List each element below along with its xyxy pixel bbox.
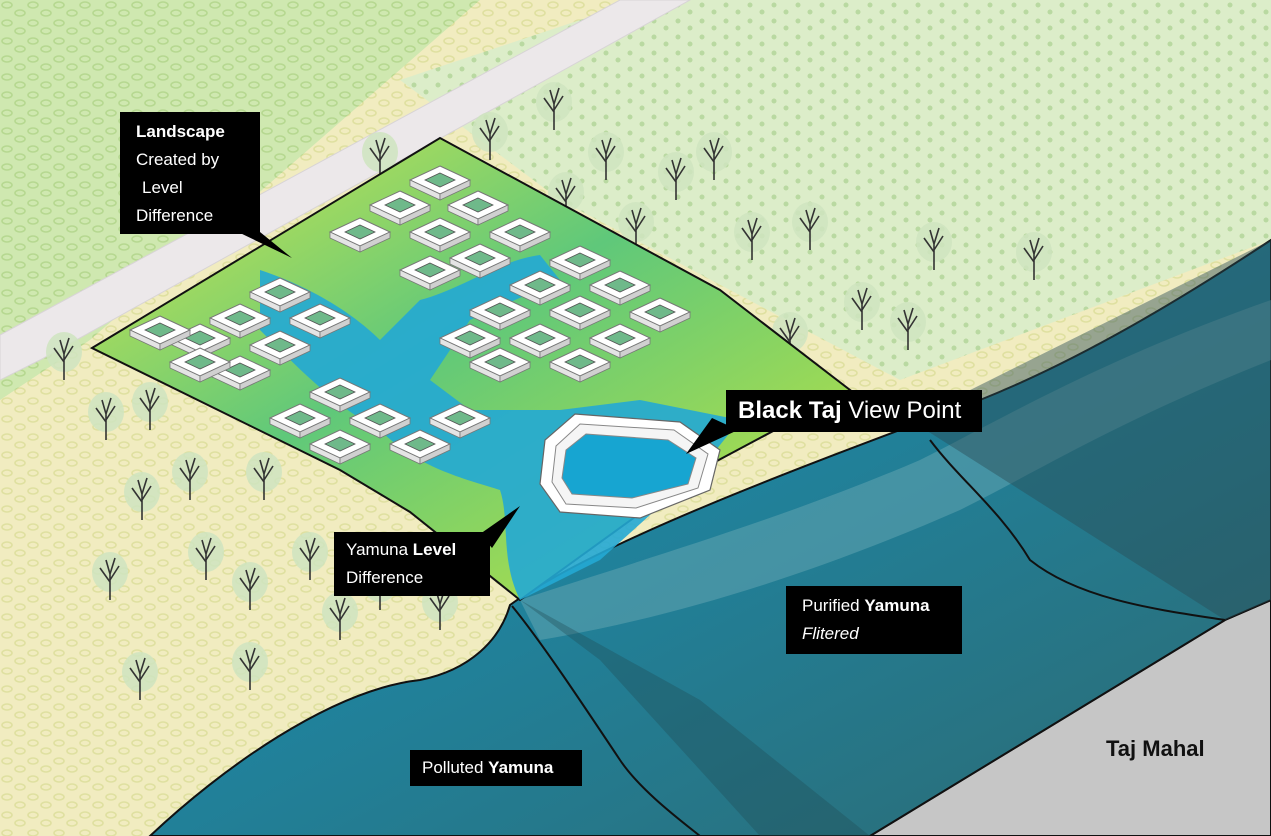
label-polluted-bold: Yamuna — [488, 758, 554, 777]
pointer-landscape — [238, 232, 292, 258]
label-yamuna-level-line2: Difference — [346, 568, 424, 587]
label-polluted-yamuna: Polluted Yamuna — [410, 750, 582, 786]
label-landscape-line2: Created by — [136, 150, 220, 169]
river-light-band — [520, 300, 1271, 640]
label-taj-mahal: Taj Mahal — [1106, 736, 1205, 761]
label-landscape: Landscape Created by Level Difference — [120, 112, 260, 234]
river-shadow-right — [910, 240, 1271, 620]
label-landscape-bold: Landscape — [136, 122, 225, 141]
label-black-taj-rest: View Point — [841, 397, 962, 424]
road — [0, 0, 692, 381]
label-black-taj: Black Taj View Point — [726, 390, 982, 432]
pointer-yamuna-level — [480, 506, 520, 548]
label-purified-italic: Flitered — [802, 624, 859, 643]
label-purified-pre: Purified — [802, 596, 865, 615]
label-black-taj-bold: Black Taj — [738, 397, 842, 424]
river — [148, 238, 1271, 836]
black-taj-octagon — [539, 413, 721, 519]
label-purified-yamuna: Purified Yamuna Flitered — [786, 586, 962, 654]
label-landscape-line3: Level — [142, 178, 183, 197]
river-edge-line — [929, 439, 1226, 621]
pointer-blacktaj — [686, 418, 738, 454]
field-light-green — [400, 0, 1271, 380]
label-landscape-line4: Difference — [136, 206, 214, 225]
label-yamuna-level: Yamuna Level Difference — [334, 532, 490, 596]
label-purified-bold: Yamuna — [864, 596, 930, 615]
river-edge-line-2 — [511, 605, 701, 836]
river-shadow-mid — [520, 600, 870, 836]
label-yamuna-level-pre: Yamuna — [346, 540, 413, 559]
label-yamuna-level-bold: Level — [412, 540, 457, 559]
label-polluted-pre: Polluted — [422, 758, 489, 777]
